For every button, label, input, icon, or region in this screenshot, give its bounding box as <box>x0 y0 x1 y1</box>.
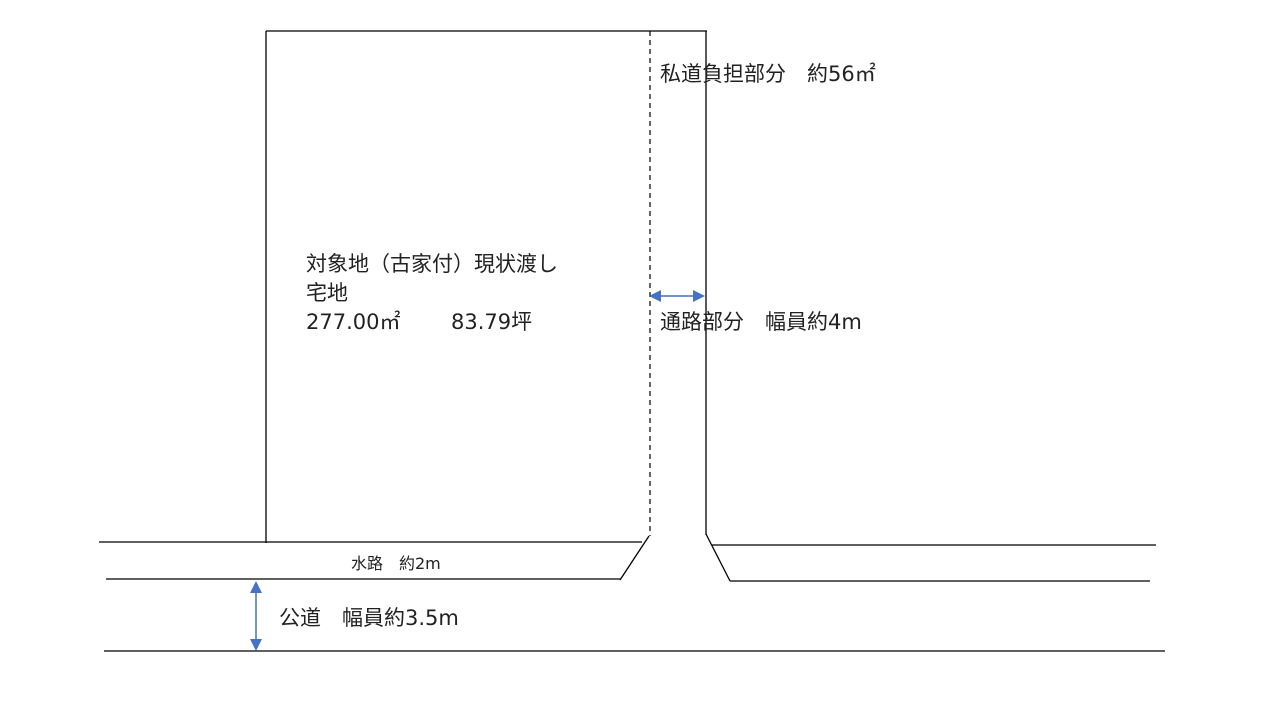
subject-property-area-tsubo: 83.79坪 <box>451 310 533 334</box>
subject-property-land-type: 宅地 <box>306 281 348 305</box>
public-road-label: 公道 幅員約3.5m <box>279 606 459 630</box>
waterway-label: 水路 約2m <box>351 554 441 573</box>
private-road-share-label: 私道負担部分 約56㎡ <box>660 62 876 86</box>
waterway-lines <box>99 533 1156 582</box>
passage-label: 通路部分 幅員約4m <box>660 310 862 334</box>
subject-property-area-sqm: 277.00㎡ <box>306 310 401 334</box>
lot-boundary <box>265 30 707 543</box>
subject-property-title: 対象地（古家付）現状渡し <box>306 252 558 276</box>
